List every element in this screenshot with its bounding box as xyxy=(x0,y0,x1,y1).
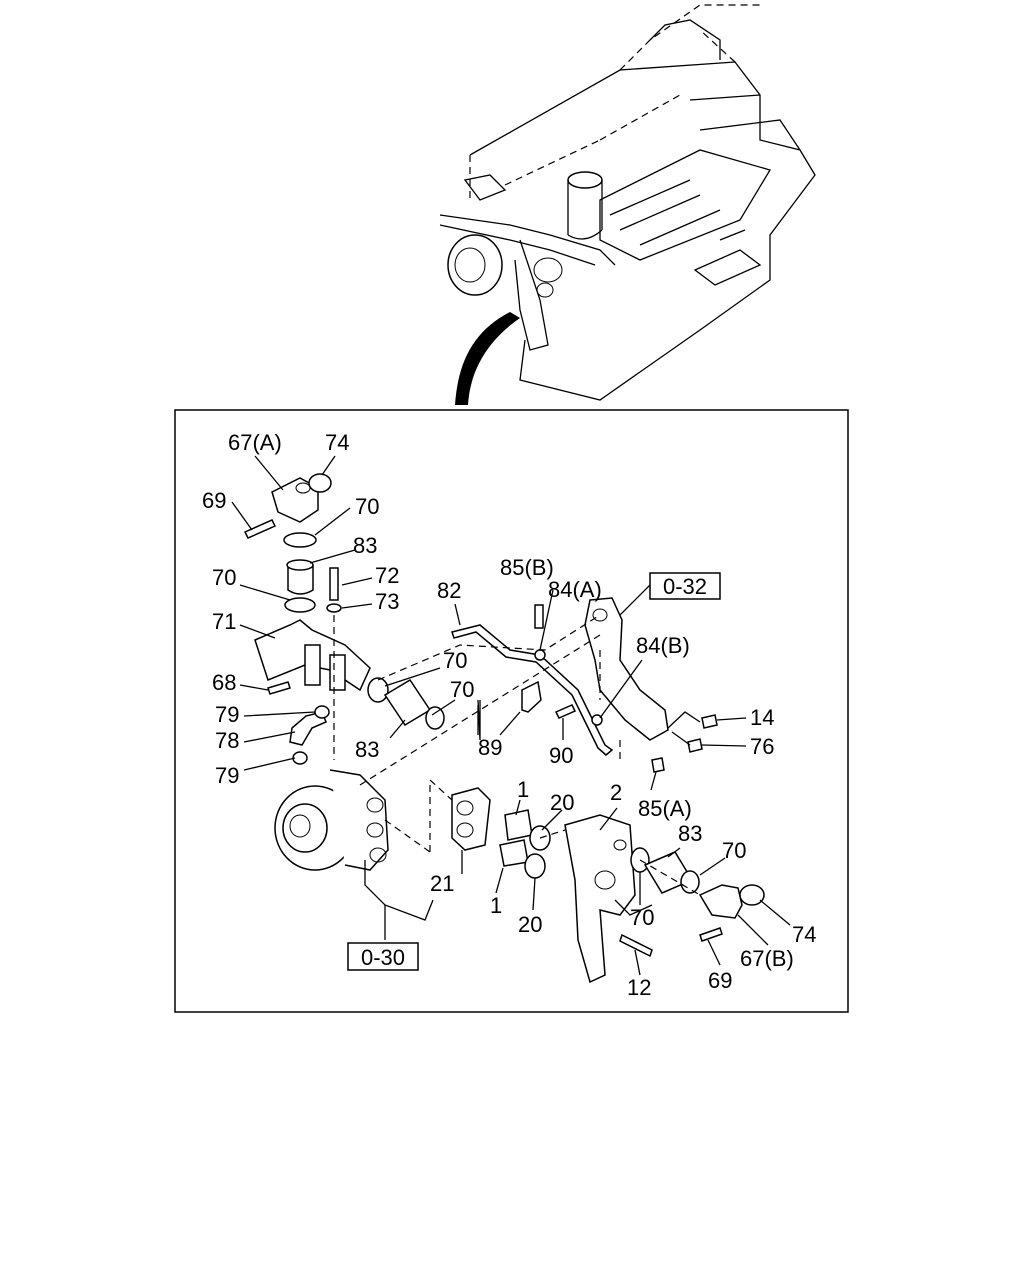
callout-1-upper: 1 xyxy=(517,777,529,802)
callout-67a: 67(A) xyxy=(228,430,282,455)
callout-72: 72 xyxy=(375,563,399,588)
reference-lines xyxy=(364,584,701,940)
assembly-lines xyxy=(333,614,701,896)
callout-67b: 67(B) xyxy=(740,946,794,971)
callout-84b: 84(B) xyxy=(636,633,690,658)
callout-70-left: 70 xyxy=(212,565,236,590)
callout-71: 71 xyxy=(212,609,236,634)
reference-label-0-32: 0-32 xyxy=(663,574,707,599)
callout-20-lower: 20 xyxy=(518,912,542,937)
callout-89: 89 xyxy=(478,735,502,760)
callout-70-top: 70 xyxy=(355,494,379,519)
reference-label-0-30: 0-30 xyxy=(361,945,405,970)
callout-70-right: 70 xyxy=(722,838,746,863)
callout-82: 82 xyxy=(437,578,461,603)
callout-70-mid-upper: 70 xyxy=(443,648,467,673)
callout-labels: 67(A) 74 69 70 83 70 72 73 71 68 79 78 7… xyxy=(202,430,816,1000)
callout-78: 78 xyxy=(215,728,239,753)
callout-90: 90 xyxy=(549,743,573,768)
callout-70-mid-lower: 70 xyxy=(450,677,474,702)
callout-85a: 85(A) xyxy=(638,796,692,821)
callout-73: 73 xyxy=(375,589,399,614)
callout-84a: 84(A) xyxy=(548,577,602,602)
callout-79-lower: 79 xyxy=(215,763,239,788)
callout-14: 14 xyxy=(750,705,774,730)
callout-21: 21 xyxy=(430,871,454,896)
callout-68: 68 xyxy=(212,670,236,695)
callout-83-mid: 83 xyxy=(355,737,379,762)
callout-74-top: 74 xyxy=(325,430,349,455)
reference-box-0-30: 0-30 xyxy=(347,942,419,971)
engine-overview xyxy=(439,4,816,405)
callout-83-lower: 83 xyxy=(678,821,702,846)
callout-1-lower: 1 xyxy=(490,893,502,918)
callout-83-top: 83 xyxy=(353,533,377,558)
detail-frame xyxy=(174,409,849,1013)
leader-lines xyxy=(231,455,791,976)
callout-74-bottom: 74 xyxy=(792,922,816,947)
callout-12: 12 xyxy=(627,975,651,1000)
reference-box-0-32: 0-32 xyxy=(649,572,721,600)
parts-drawing xyxy=(243,473,765,984)
callout-20-upper: 20 xyxy=(550,790,574,815)
callout-79-upper: 79 xyxy=(215,702,239,727)
callout-85b: 85(B) xyxy=(500,555,554,580)
callout-70-bottom: 70 xyxy=(630,905,654,930)
callout-2: 2 xyxy=(610,780,622,805)
callout-69-bottom: 69 xyxy=(708,968,732,993)
callout-76: 76 xyxy=(750,734,774,759)
callout-69-top: 69 xyxy=(202,488,226,513)
